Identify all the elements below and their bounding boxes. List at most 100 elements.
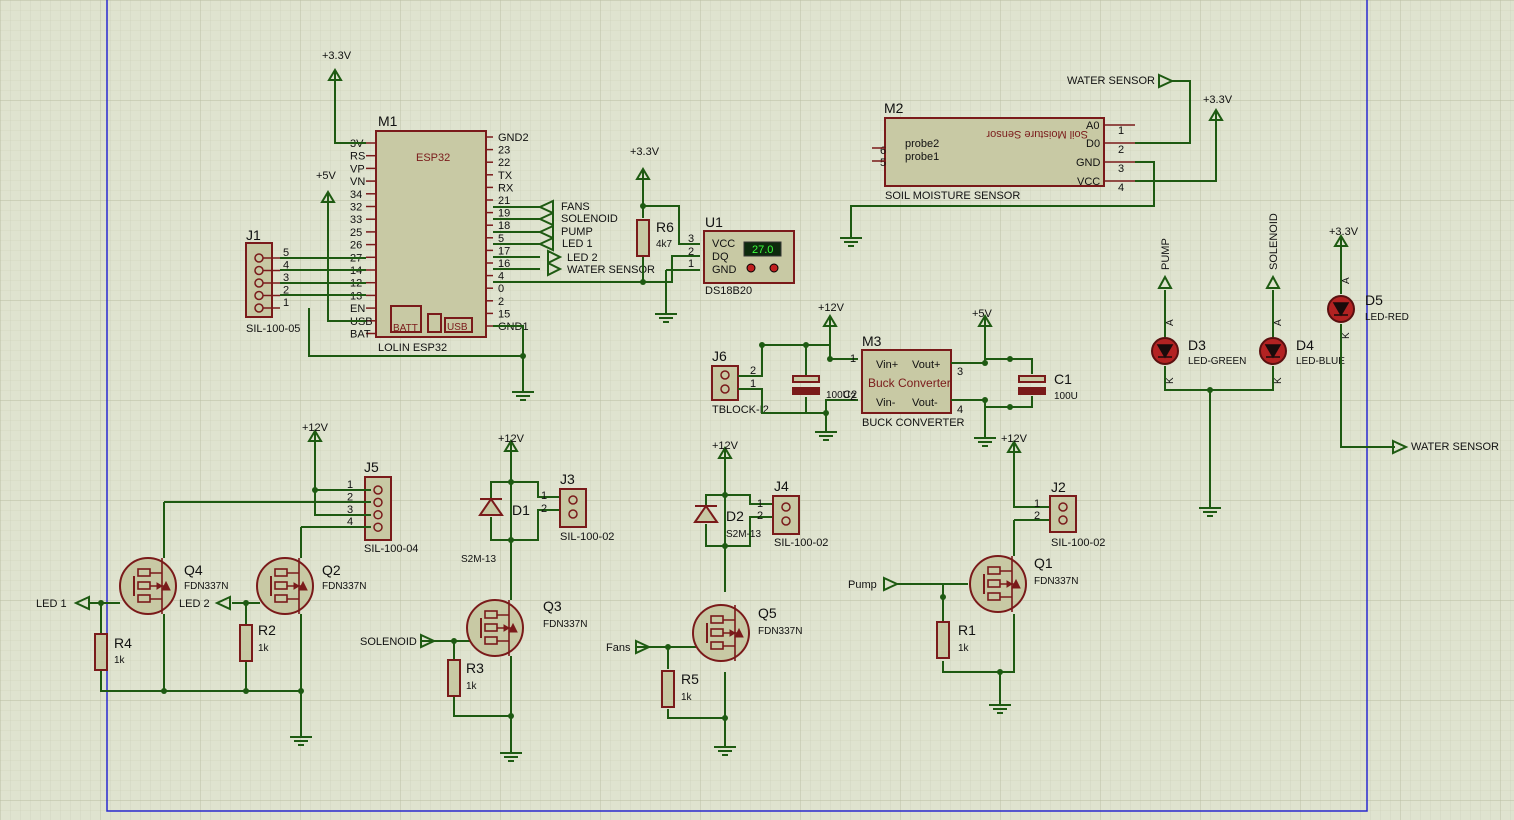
terminal-pump: PUMP [561,226,593,238]
r6-resistor[interactable]: +3.3V R6 4k7 [630,146,700,323]
u1-temp-display: 27.0 [752,244,773,256]
m1-usb-label: USB [447,322,468,333]
m2-ref: M2 [884,100,904,116]
m1-3v3-label: +3.3V [322,50,352,62]
q2-input-label: LED 2 [179,598,210,610]
q4-input-label: LED 1 [36,598,67,610]
soil-moisture-module[interactable]: M2 Soil Moisture Sensor probe2 probe1 6 … [872,100,1135,202]
m1-chip-label: ESP32 [416,152,450,164]
j5-pin-hole [373,497,383,508]
q1-pump-driver[interactable]: +12V J2 1 2 SIL-100-02 Q1 FDN337N Pump R… [848,433,1105,714]
q3-ref: Q3 [543,598,562,614]
j1-pin-number: 3 [283,272,289,284]
j4-name: SIL-100-02 [774,537,828,549]
r6-value: 4k7 [656,239,673,250]
m2-name: SOIL MOISTURE SENSOR [885,190,1020,202]
m3-pnum: 2 [850,391,856,403]
r4-value: 1k [114,655,126,666]
status-leds[interactable]: PUMP SOLENOID D3 LED-GREEN D4 LED-BLUE A… [1151,213,1499,517]
r6-ref: R6 [656,219,674,235]
m2-pin-gnd: GND [1076,157,1101,169]
m2-probe-num: 6 [880,145,886,157]
j2-ref: J2 [1051,479,1066,495]
m2-probe2: probe2 [905,138,939,150]
q2-mosfet[interactable]: LED 2 Q2 FDN337N R2 1k [179,527,366,746]
buck-converter-module[interactable]: M3 Buck Converter Vin+ Vin- Vout+ Vout- … [850,333,965,429]
q1-value: FDN337N [1034,576,1078,587]
q5-value: FDN337N [758,626,802,637]
u1-pin-vcc: VCC [712,238,735,250]
j5-ref: J5 [364,459,379,475]
j1-pin-number: 5 [283,247,289,259]
m1-output-terminals: FANS SOLENOID PUMP LED 1 LED 2 WATER SEN… [493,199,655,283]
q1-ref: Q1 [1034,555,1053,571]
j3-name: SIL-100-02 [560,531,614,543]
d1-ref: D1 [512,502,530,518]
q4-value: FDN337N [184,581,228,592]
j5-12v-label: +12V [302,422,329,434]
j3-pin: 1 [541,490,547,502]
u1-pin-dq: DQ [712,251,729,263]
q2-ref: Q2 [322,562,341,578]
m3-pnum: 1 [850,353,856,365]
j1-pin-number: 1 [283,297,289,309]
d2-12v-label: +12V [712,440,739,452]
m2-probe1: probe1 [905,151,939,163]
d3-anode: A [1165,319,1176,326]
j2-pin: 2 [1034,510,1040,522]
j6-terminal-block[interactable]: J6 2 1 TBLOCK-I2 [711,344,806,416]
m3-name: BUCK CONVERTER [862,417,965,429]
c2-capacitor[interactable]: +12V 100U C2 [759,302,858,441]
m2-pnum: 3 [1118,163,1124,175]
d4-anode: A [1273,319,1284,326]
m3-pin-vout-minus: Vout- [912,397,938,409]
m2-title: Soil Moisture Sensor [986,128,1088,140]
m1-right-pin-label: 15 [498,308,510,320]
r1-ref: R1 [958,622,976,638]
r1-value: 1k [958,643,970,654]
j6-pin: 1 [750,378,756,390]
j2-12v-label: +12V [1001,433,1028,445]
m3-ref: M3 [862,333,882,349]
r4-ref: R4 [114,635,132,651]
j1-pin-hole [254,303,264,313]
r2-value: 1k [258,643,270,654]
sheet-border [106,0,1368,812]
d5-led-icon [1327,295,1355,323]
m1-left-pin-label: VN [350,176,365,188]
m1-right-pin-label: GND2 [498,132,529,144]
m2-wires: WATER SENSOR +3.3V [839,73,1233,247]
m1-right-pin-label: 0 [498,283,504,295]
m1-ref: M1 [378,113,398,129]
c1-capacitor[interactable]: +5V C1 100U [951,308,1078,447]
j5-pin-number: 1 [347,479,353,491]
j5-pin-number: 3 [347,504,353,516]
q4-mosfet[interactable]: LED 1 Q4 FDN337N R4 1k [36,502,303,694]
m3-12v-label: +12V [818,302,845,314]
q3-input-label: SOLENOID [360,636,417,648]
m1-right-pin-label: 23 [498,145,510,157]
ds18b20-sensor[interactable]: U1 VCC DQ GND 3 2 1 27.0 DS18B20 [688,214,795,297]
j1-pin-number: 4 [283,260,289,272]
r5-value: 1k [681,692,693,703]
esp32-module[interactable]: M1 ESP32 BATT USB LOLIN ESP32 3VRSVPVN34… [350,113,529,354]
d3-cathode: K [1165,377,1176,384]
m1-right-pin-label: 4 [498,271,504,283]
d4-ref: D4 [1296,337,1314,353]
j1-pin-hole [254,290,264,301]
q3-solenoid-driver[interactable]: +12V D1 S2M-13 J3 1 2 SIL-100-02 Q3 FDN3… [360,433,614,762]
m1-right-pin-label: RX [498,182,514,194]
m3-pin-vin-minus: Vin- [876,397,896,409]
d2-ref: D2 [726,508,744,524]
u1-pin-gnd: GND [712,264,737,276]
m1-right-pin-label: 18 [498,220,510,232]
m1-left-pin-label: 33 [350,214,362,226]
d3-ref: D3 [1188,337,1206,353]
q5-input-label: Fans [606,642,631,654]
m1-left-pin-label: EN [350,303,365,315]
q5-fans-driver[interactable]: +12V D2 S2M-13 J4 1 2 SIL-100-02 Q5 FDN3… [606,440,828,756]
c2-value: 100U [826,390,850,401]
